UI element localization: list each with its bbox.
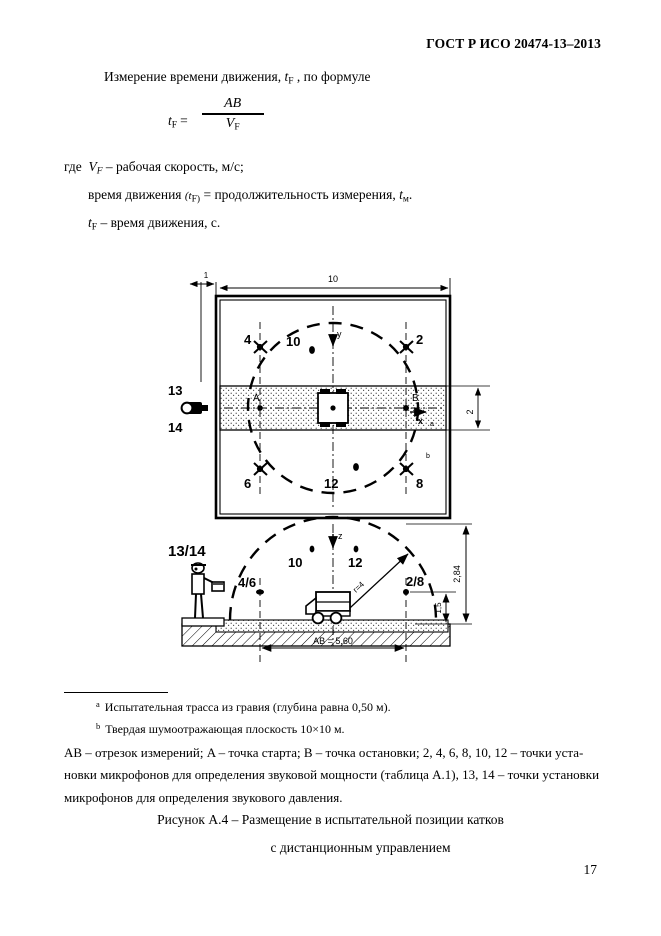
machine-plan-icon [317,389,349,427]
plan-label-8: 8 [416,476,423,491]
where-variable-subscript: F [96,166,103,177]
side-label-10: 10 [288,555,302,570]
plan-label-13: 13 [168,383,182,398]
figure-drawing: 1 10 2 [168,271,490,662]
definition-1-variable: (t [184,190,192,202]
footnote-a-text: Испытательная трасса из гравия (глубина … [104,699,391,714]
plan-dim-left-label: 1 [204,271,209,280]
formula-denominator: VF [226,115,240,132]
operator-platform [181,617,225,627]
formula-denominator-subscript: F [234,122,240,133]
footnote-separator-rule [64,692,168,693]
side-label-4-6: 4/6 [238,575,256,590]
document-header-standard: ГОСТ Р ИСО 20474-13–2013 [426,36,601,51]
footnote-a-marker: a [96,699,100,709]
mic-marker-10-side [309,545,315,553]
footnote-b-marker: b [96,721,101,731]
definition-2-variable: t [88,215,92,230]
formula-equals: = [180,113,188,129]
plan-label-12: 12 [324,476,338,491]
point-a-marker [257,405,263,411]
plan-label-10: 10 [286,334,300,349]
definition-1-variable-2: t [399,187,403,202]
formula-lhs: tF [168,99,177,130]
mic-marker-12-side [353,545,359,553]
intro-variable: t [284,69,289,84]
intro-paragraph: Измерение времени движения, tF , по форм… [104,68,371,88]
footnote-b-text: Твердая шумоотражающая плоскость 10×10 м… [105,721,345,736]
plan-label-2: 2 [416,332,423,347]
figure-legend-line-2: новки микрофонов для определения звуково… [64,767,600,783]
mic-13-14-plan-icon [180,401,208,415]
machine-side-icon [305,591,351,625]
mic-marker-2-8-side [403,589,409,595]
side-label-2-8: 2/8 [406,574,424,589]
formula-numerator: AB [224,96,242,111]
figure-caption-line-1: Рисунок А.4 – Размещение в испытательной… [157,812,504,827]
where-label: где [64,159,82,174]
where-description: – рабочая скорость, м/с; [102,159,244,174]
figure-legend: AB – отрезок измерений; A – точка старта… [64,742,604,809]
figure-a4: 1 10 2 [160,262,500,670]
definition-2-text: – время движения, с. [97,215,221,230]
formula-block: tF = AB VF [168,96,264,132]
plan-dim-right-label: 2 [465,409,475,414]
plan-label-14: 14 [168,420,183,435]
side-dim-ab-label: AB = 5,60 [313,636,353,646]
mic-marker-6 [253,462,268,476]
footnote-b: b Твердая шумоотражающая плоскость 10×10 … [96,721,345,737]
where-line: где VF – рабочая скорость, м/с; [64,158,244,178]
definition-2-subscript: F [91,222,98,233]
definition-line-2: tF – время движения, с. [88,214,220,234]
mic-marker-2 [399,340,414,354]
formula-lhs-subscript: F [171,119,178,130]
footnote-a: a Испытательная трасса из гравия (глубина… [96,699,391,715]
side-mic-markers [256,545,409,595]
formula-fraction-bar [201,113,264,115]
plan-label-4: 4 [244,332,252,347]
mic-marker-10 [309,346,315,354]
point-b-marker [403,405,409,411]
formula-denominator-variable: V [225,116,235,131]
side-radius-label: r=4 [351,579,366,594]
plan-label-6: 6 [244,476,251,491]
formula-lhs-variable: t [168,112,172,128]
figure-legend-line-1: AB – отрезок измерений; A – точка старта… [64,745,584,760]
side-dim-total-height-label: 2,84 [452,565,462,583]
plan-dim-top-label: 10 [328,274,338,284]
plan-axis-x-label: x [418,416,423,426]
mic-marker-8 [399,462,414,476]
intro-text-before: Измерение времени движения, [104,69,285,84]
page-number: 17 [583,862,598,877]
operator-figure [191,562,225,619]
side-dim-mic-height-label: 1,5 [434,602,443,614]
figure-caption-line-2: с дистанционным управлением [270,840,451,855]
definition-1-subscript-2: м [402,194,409,205]
mic-marker-4-6-side [256,589,264,595]
plan-footnote-mark-a: a [430,421,434,428]
measurement-hemisphere-arc [228,515,438,621]
definition-1-subscript: F) [191,194,201,205]
plan-axis-y-label: y [337,329,342,339]
plan-mic-markers [253,340,414,476]
where-variable: V [88,159,97,174]
point-a-label: A [253,393,260,404]
definition-line-1: время движения (tF) = продолжительность … [88,186,412,206]
intro-text-after: , по формуле [293,69,371,84]
mic-marker-12 [353,463,359,471]
plan-footnote-mark-b: b [426,453,430,460]
side-label-12: 12 [348,555,362,570]
definition-1-before: время движения [88,187,185,202]
definition-1-after: = продолжительность измерения, [200,187,400,202]
intro-variable-subscript: F [288,76,294,87]
definition-1-end: . [408,187,413,202]
formula-fraction: AB VF [201,96,264,132]
figure-legend-line-3: микрофонов для определения звукового дав… [64,789,343,805]
side-axis-z-label: z [338,531,343,541]
side-label-13-14: 13/14 [168,543,206,560]
mic-marker-4 [253,340,268,354]
point-b-label: B [412,393,419,404]
